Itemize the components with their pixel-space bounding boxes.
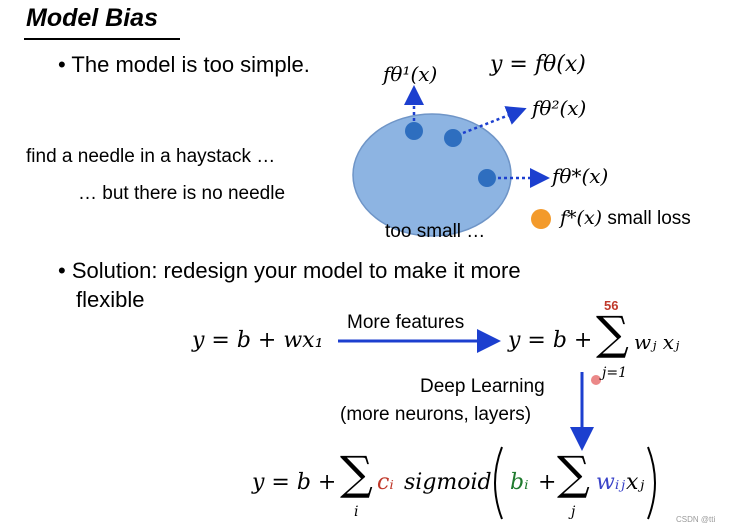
features-sum-symbol: ∑: [596, 306, 629, 360]
arrow-to-f2: [462, 106, 527, 135]
cursor-marker: [591, 375, 601, 385]
function-f1: fθ¹(x): [383, 62, 438, 86]
optimal-function: f*(x): [560, 207, 603, 229]
too-small-label: too small …: [385, 221, 486, 242]
model-point-star: [478, 169, 496, 187]
watermark: CSDN @tti: [676, 515, 716, 524]
linear-equation: y = b + wx₁: [192, 328, 324, 353]
bullet-marker: •: [58, 258, 66, 283]
bullet-1: • The model is too simple.: [58, 52, 310, 78]
model-point-1: [405, 122, 423, 140]
model-point-2: [444, 129, 462, 147]
bias-bi: bᵢ: [510, 470, 529, 495]
features-equation-lhs: y = b +: [508, 328, 593, 353]
needle-text-2: … but there is no needle: [78, 183, 286, 204]
weight-ci: cᵢ: [377, 470, 394, 495]
bullet-2-text-1: Solution: redesign your model to make it…: [71, 258, 521, 283]
sigmoid-function: sigmoid: [404, 470, 492, 495]
function-definition: y = fθ(x): [490, 52, 586, 77]
weight-wij: wᵢⱼ: [596, 470, 626, 495]
sum-lower-bound: j=1: [602, 365, 627, 381]
optimal-function-label: f*(x) small loss: [560, 207, 691, 230]
bullet-1-text: The model is too simple.: [71, 52, 310, 77]
function-f2: fθ²(x): [532, 96, 587, 120]
model-space-ellipse: [352, 113, 512, 237]
bullet-marker: •: [58, 52, 66, 77]
bullet-2: • Solution: redesign your model to make …: [58, 258, 521, 284]
features-term: wⱼ xⱼ: [634, 330, 680, 354]
more-features-label: More features: [347, 312, 465, 333]
bullet-2-text-2: flexible: [76, 287, 145, 312]
outer-sum-symbol: ∑: [340, 446, 373, 500]
inner-sum-symbol: ∑: [557, 446, 590, 500]
title-underline: [24, 38, 180, 40]
right-paren: [647, 446, 656, 520]
left-paren: [494, 446, 503, 520]
deep-learning-label: Deep Learning: [420, 376, 545, 397]
plus-sign: +: [538, 470, 557, 495]
small-loss-text: small loss: [607, 208, 691, 229]
deep-learning-sublabel: (more neurons, layers): [340, 404, 532, 425]
needle-text-1: find a needle in a haystack …: [26, 146, 276, 167]
function-fstar: fθ*(x): [552, 164, 609, 188]
input-xj: xⱼ: [626, 470, 645, 495]
optimal-function-dot: [531, 209, 551, 229]
outer-sum-index: i: [354, 504, 359, 520]
slide-title: Model Bias: [26, 4, 158, 32]
sum-upper-bound: 56: [604, 298, 619, 313]
deep-equation-lhs: y = b +: [252, 470, 337, 495]
inner-sum-index: j: [571, 504, 576, 520]
